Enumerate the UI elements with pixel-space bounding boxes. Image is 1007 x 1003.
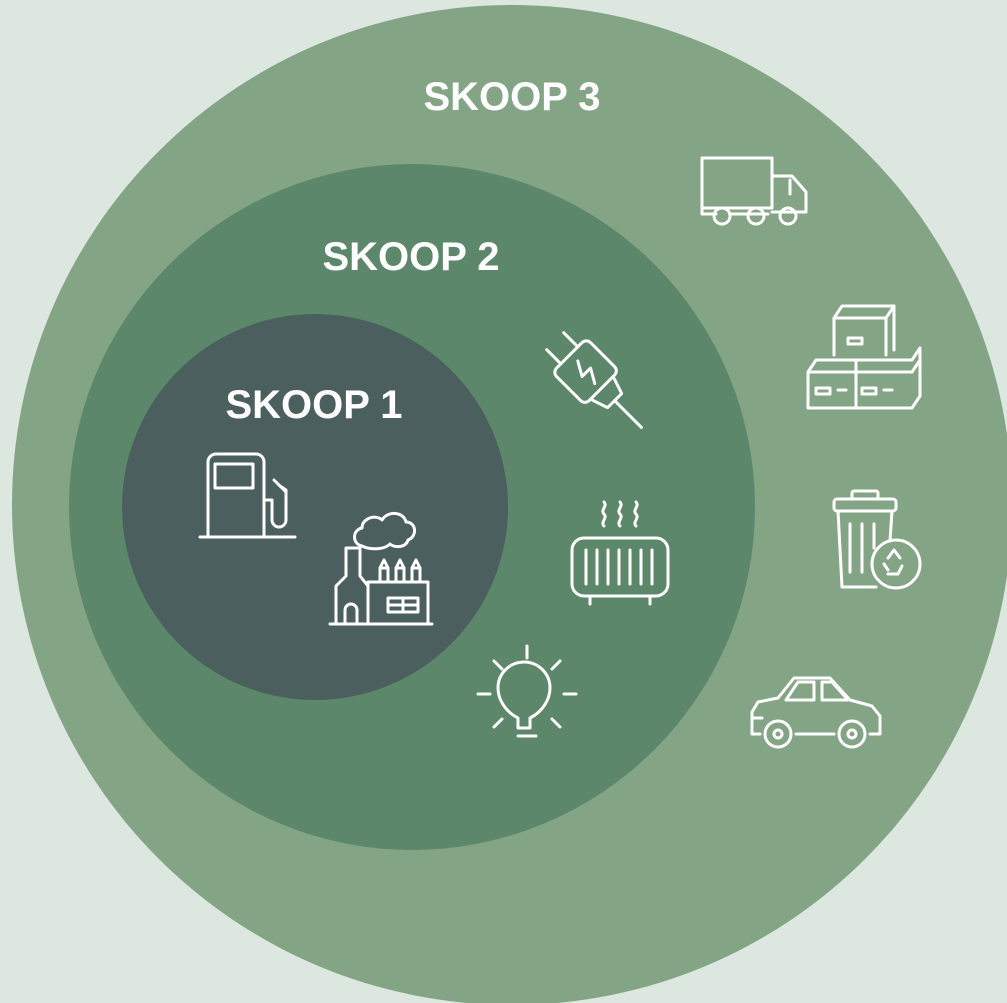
recycling-bin-icon [832, 489, 922, 590]
scope2-label: SKOOP 2 [322, 235, 499, 279]
factory-icon [328, 512, 434, 626]
light-bulb-icon [476, 644, 578, 738]
radiator-icon [570, 500, 670, 606]
fuel-pump-icon [198, 452, 297, 539]
boxes-icon [806, 304, 922, 410]
car-icon [750, 676, 882, 749]
scope1-label: SKOOP 1 [225, 383, 402, 427]
electric-plug-icon [545, 331, 643, 429]
truck-icon [700, 156, 808, 226]
scope3-label: SKOOP 3 [423, 75, 600, 119]
scope1-circle [122, 314, 508, 700]
